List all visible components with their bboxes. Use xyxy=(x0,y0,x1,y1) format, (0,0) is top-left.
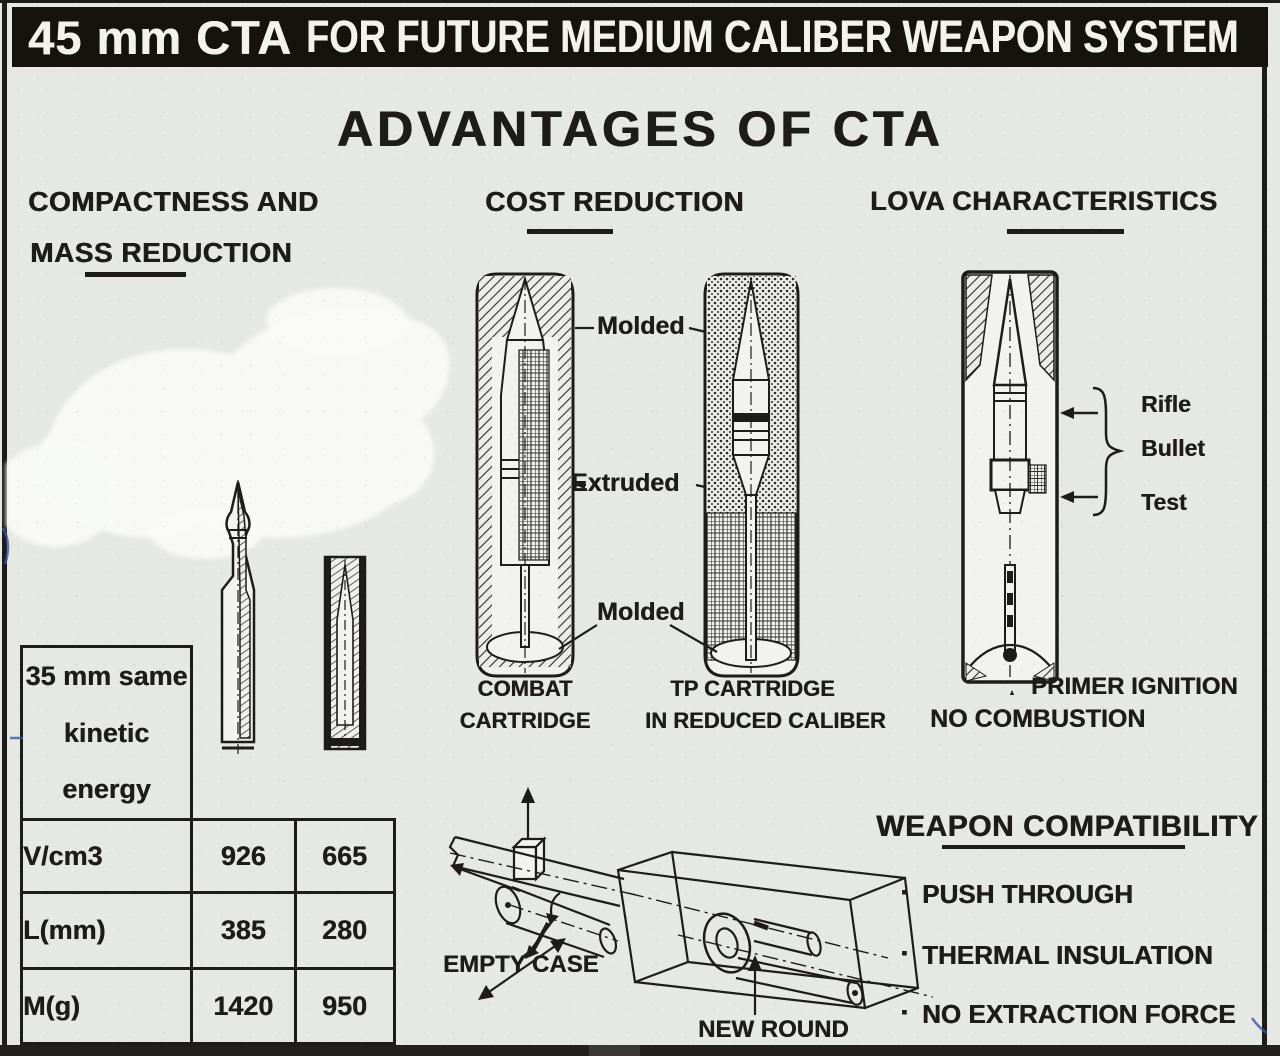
size-comparison-diagram xyxy=(220,480,367,754)
table-header-cell: 35 mm same kinetic energy xyxy=(20,644,193,822)
mass-conventional: 1420 xyxy=(190,967,297,1046)
compatibility-item-no-extraction: · NO EXTRACTION FORCE xyxy=(900,996,1235,1030)
page-title: ADVANTAGES OF CTA xyxy=(336,101,944,157)
lova-cartridge-drawing xyxy=(961,270,1059,684)
title-bar: 45 mm CTA FOR FUTURE MEDIUM CALIBER WEAP… xyxy=(12,7,1268,67)
conventional-round-drawing xyxy=(220,480,256,754)
label-bullet: Bullet xyxy=(1141,435,1205,461)
lova-cartridge-diagram xyxy=(961,270,1125,695)
label-connector-lines xyxy=(558,326,718,653)
volume-conventional: 926 xyxy=(190,818,297,895)
label-test: Test xyxy=(1141,489,1187,515)
comparison-table: 35 mm same kinetic energy V/cm3 926 665 … xyxy=(20,644,396,1046)
label-extruded: Extruded xyxy=(571,469,680,497)
caption-tp-line1: TP CARTRIDGE xyxy=(670,676,835,701)
cost-underline xyxy=(527,229,613,234)
row-label-length: L(mm) xyxy=(20,891,193,971)
title-caliber: 45 mm CTA xyxy=(28,10,293,64)
label-empty-case: EMPTY CASE xyxy=(443,951,599,978)
cta-round-drawing xyxy=(323,555,367,751)
lova-annotations xyxy=(1009,386,1125,695)
table-header-line1: 35 mm same xyxy=(25,661,188,691)
bullet-dot: · xyxy=(900,937,910,970)
feed-drawing xyxy=(448,787,934,1015)
table-ghost-cell xyxy=(192,647,296,820)
label-molded-bottom: Molded xyxy=(597,598,685,626)
section-title-compactness-line1: COMPACTNESS AND xyxy=(28,186,319,217)
compatibility-item-thermal-insulation: · THERMAL INSULATION xyxy=(900,937,1213,971)
tp-cartridge-drawing xyxy=(703,272,800,678)
compatibility-item-label: THERMAL INSULATION xyxy=(922,940,1213,970)
caption-combat-line1: COMBAT xyxy=(477,676,573,701)
weapon-feed-diagram xyxy=(448,787,934,1015)
row-label-volume: V/cm3 xyxy=(20,818,193,895)
lova-underline xyxy=(1007,229,1124,234)
section-title-cost: COST REDUCTION xyxy=(485,186,744,217)
combat-cartridge-drawing xyxy=(475,272,575,678)
table-row: M(g) 1420 950 xyxy=(20,967,396,1046)
right-edge-line xyxy=(1262,62,1267,1050)
section-title-lova: LOVA CHARACTERISTICS xyxy=(870,186,1218,216)
section-title-compactness-line2: MASS REDUCTION xyxy=(30,237,293,268)
title-text: FOR FUTURE MEDIUM CALIBER WEAPON SYSTEM xyxy=(306,11,1239,62)
table-header-line2: kinetic energy xyxy=(62,717,151,805)
cost-reduction-diagram xyxy=(475,272,800,678)
whiteout-blob xyxy=(6,288,450,559)
length-cta: 280 xyxy=(293,891,396,971)
table-row: 35 mm same kinetic energy xyxy=(20,644,395,822)
compatibility-underline xyxy=(942,845,1185,849)
bullet-dot: · xyxy=(900,996,910,1029)
table-row: V/cm3 926 665 xyxy=(20,818,396,895)
section-title-compatibility: WEAPON COMPATIBILITY xyxy=(876,810,1259,843)
label-primer-ignition: PRIMER IGNITION xyxy=(1031,673,1238,700)
mass-cta: 950 xyxy=(293,967,396,1046)
table-row: L(mm) 385 280 xyxy=(20,891,396,971)
compatibility-item-push-through: · PUSH THROUGH xyxy=(900,876,1133,910)
length-conventional: 385 xyxy=(190,891,297,971)
label-no-combustion: NO COMBUSTION xyxy=(930,705,1146,733)
volume-cta: 665 xyxy=(293,818,396,895)
table-ghost-cell xyxy=(295,647,394,820)
compactness-underline xyxy=(85,272,186,277)
compatibility-item-label: NO EXTRACTION FORCE xyxy=(922,999,1236,1029)
bullet-dot: · xyxy=(900,876,910,909)
bottom-edge-band xyxy=(0,1045,1280,1056)
compatibility-item-label: PUSH THROUGH xyxy=(922,879,1133,909)
caption-tp-line2: IN REDUCED CALIBER xyxy=(645,708,886,733)
label-new-round: NEW ROUND xyxy=(698,1016,849,1043)
row-label-mass: M(g) xyxy=(20,967,193,1046)
caption-combat-line2: CARTRIDGE xyxy=(459,708,591,733)
top-edge-line xyxy=(0,0,1280,3)
label-rifle: Rifle xyxy=(1141,391,1191,417)
label-molded-top: Molded xyxy=(597,312,685,340)
